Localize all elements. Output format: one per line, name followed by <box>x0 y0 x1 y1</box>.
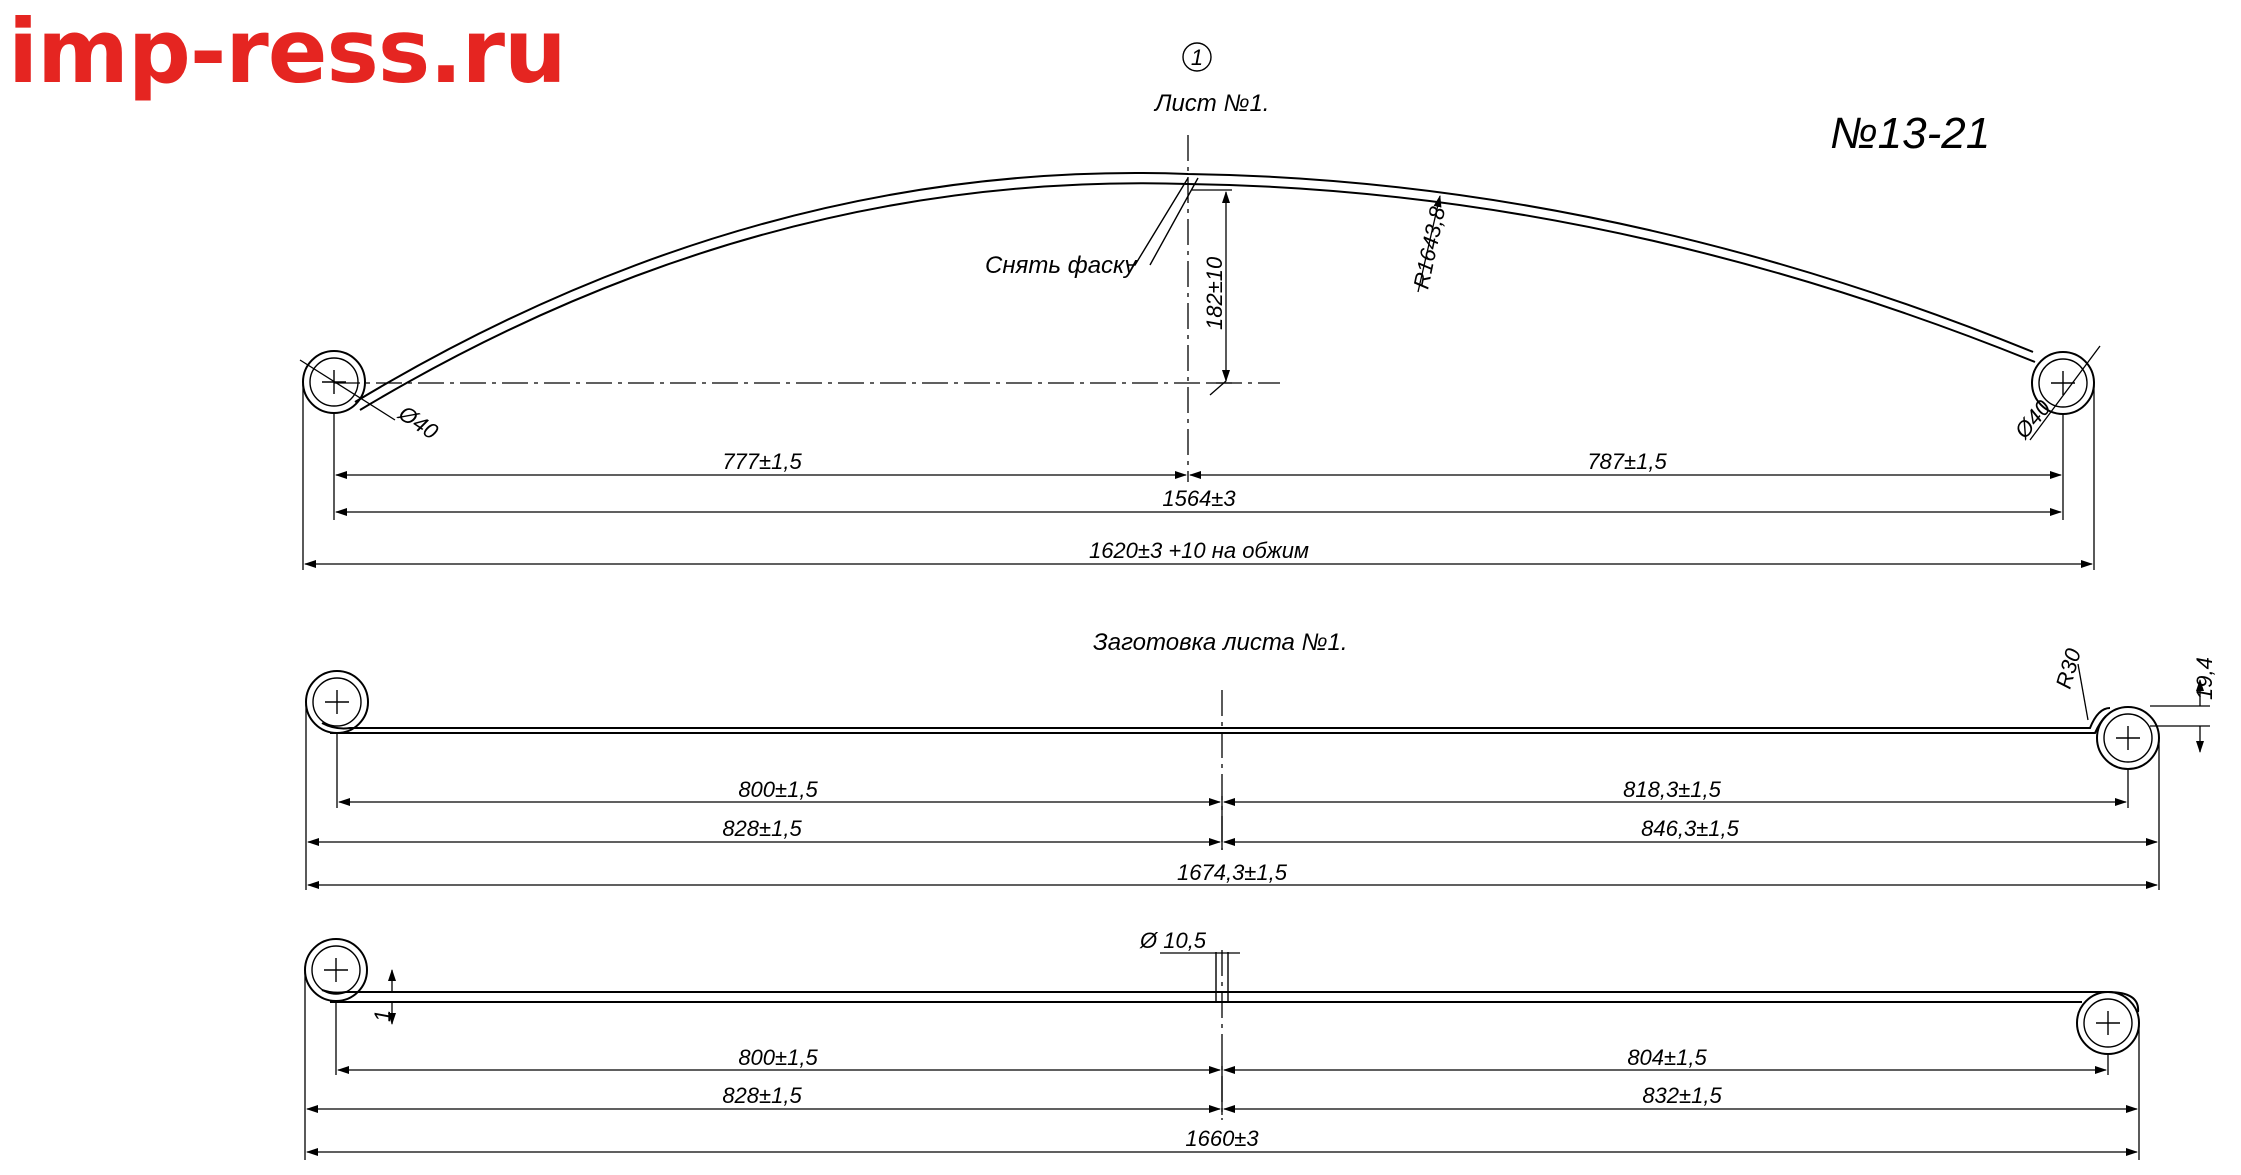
blank2-hole-dim: Ø 10,5 <box>1139 928 1240 954</box>
blank1-dim-total: 1674,3±1,5 <box>1177 860 1288 885</box>
chamfer-note: Снять фаску <box>985 252 1138 279</box>
blank1-offset-dim: 19,4 <box>2150 657 2217 753</box>
blank2-offset-dim: 1 <box>340 969 400 1025</box>
arch-height-text: 182±10 <box>1202 256 1227 330</box>
chamfer-callout: Снять фаску <box>985 177 1199 279</box>
blank1-radius-callout: R30 <box>2051 645 2089 721</box>
blank1-offset-text: 19,4 <box>2192 657 2217 700</box>
blank-2 <box>304 938 2140 1120</box>
blank1-dim-left-outer: 828±1,5 <box>722 816 802 841</box>
eye-left-dia: Ø40 <box>393 400 443 445</box>
leaf-dim-centers: 1564±3 <box>1162 486 1236 511</box>
blank1-radius-text: R30 <box>2051 645 2086 691</box>
blank1-title: Заготовка листа №1. <box>1093 629 1348 656</box>
leaf-arc-inner <box>359 182 2036 411</box>
leaf-radius-text: R1643,8 <box>1408 204 1450 291</box>
blank1-dims: 800±1,5 818,3±1,5 828±1,5 846,3±1,5 1674… <box>305 704 2160 890</box>
leaf-dim-right: 787±1,5 <box>1587 449 1667 474</box>
leaf-title: Лист №1. <box>1153 90 1269 117</box>
leaf-eye-dims: Ø40 Ø40 <box>299 345 2101 445</box>
blank1-dim-left-inner: 800±1,5 <box>738 777 818 802</box>
leaf-horizontal-dims: 777±1,5 787±1,5 1564±3 1620±3 +10 на обж… <box>302 384 2095 570</box>
blank2-dim-right-outer: 832±1,5 <box>1642 1083 1722 1108</box>
blank1-dim-right-outer: 846,3±1,5 <box>1641 816 1739 841</box>
arch-height-dim: 182±10 <box>1192 189 1232 396</box>
part-marker: 1 <box>1182 42 1212 72</box>
blank2-dims: 800±1,5 804±1,5 828±1,5 832±1,5 1660±3 <box>304 972 2140 1160</box>
leaf-arc-outer <box>354 172 2034 403</box>
drawing-number: №13-21 <box>1830 109 1990 158</box>
part-marker-number: 1 <box>1191 45 1203 70</box>
leaf-radius-callout: R1643,8 <box>1408 195 1450 293</box>
blank2-offset-text: 1 <box>370 1010 395 1022</box>
leaf-dim-overall: 1620±3 +10 на обжим <box>1089 538 1309 563</box>
blank2-dim-right-inner: 804±1,5 <box>1627 1045 1707 1070</box>
leaf-dim-left: 777±1,5 <box>722 449 802 474</box>
brand-logo[interactable]: imp-ress.ru <box>8 0 567 103</box>
leaf-1 <box>302 135 2095 480</box>
leaf-eye-left <box>302 350 366 414</box>
blank-1 <box>305 670 2160 850</box>
blank2-hole-text: Ø 10,5 <box>1139 928 1207 953</box>
blank2-dim-left-outer: 828±1,5 <box>722 1083 802 1108</box>
blank2-dim-left-inner: 800±1,5 <box>738 1045 818 1070</box>
blank2-dim-total: 1660±3 <box>1185 1126 1259 1151</box>
blank1-dim-right-inner: 818,3±1,5 <box>1623 777 1721 802</box>
